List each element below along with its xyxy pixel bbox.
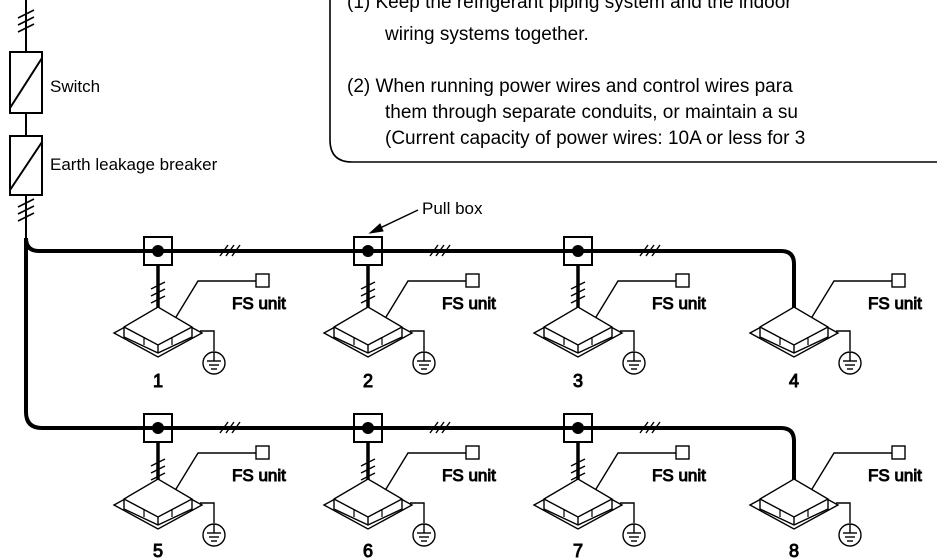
fs-unit-box	[465, 273, 480, 288]
fs-unit-box	[465, 445, 480, 460]
unit-number: 2	[363, 371, 373, 391]
junction-dot	[362, 245, 374, 257]
indoor-units: FS unit 1 FS unit 2 FS unit 3 FS unit 4 FS unit 5…	[112, 236, 923, 560]
indoor-unit-2: FS unit 2	[322, 236, 497, 392]
unit-body	[543, 478, 613, 526]
indoor-unit-8: FS unit 8	[748, 445, 923, 560]
switch-symbol	[9, 51, 43, 114]
fs-unit-label: FS unit	[232, 294, 286, 313]
unit-body	[543, 306, 613, 354]
indoor-unit-4: FS unit 4	[748, 273, 923, 392]
pull-box-callout	[368, 209, 419, 234]
note-line-1: (1) Keep the refrigerant piping system a…	[347, 0, 792, 13]
notes-box: (1) Keep the refrigerant piping system a…	[329, 0, 937, 163]
junction-dot	[152, 422, 164, 434]
note-line-5: (Current capacity of power wires: 10A or…	[385, 128, 805, 149]
junction-dot	[362, 422, 374, 434]
junction-dot	[572, 245, 584, 257]
fs-unit-label: FS unit	[868, 294, 922, 313]
fs-unit-box	[675, 273, 690, 288]
note-line-3: (2) When running power wires and control…	[347, 76, 793, 97]
unit-body	[123, 478, 193, 526]
unit-body	[333, 478, 403, 526]
fs-unit-box	[891, 273, 906, 288]
fs-unit-label: FS unit	[442, 466, 496, 485]
fs-unit-box	[255, 273, 270, 288]
fs-unit-label: FS unit	[868, 466, 922, 485]
unit-number: 4	[789, 371, 799, 391]
breaker-symbol	[9, 135, 43, 196]
unit-number: 5	[153, 541, 163, 560]
main-feeder	[17, 0, 796, 480]
note-line-4: them through separate conduits, or maint…	[385, 102, 798, 123]
junction-dot	[572, 422, 584, 434]
indoor-unit-7: FS unit 7	[532, 413, 707, 560]
fs-unit-box	[255, 445, 270, 460]
switch-label: Switch	[50, 77, 100, 96]
fs-unit-label: FS unit	[652, 466, 706, 485]
unit-number: 6	[363, 541, 373, 560]
unit-number: 7	[573, 541, 583, 560]
fs-unit-label: FS unit	[652, 294, 706, 313]
indoor-unit-1: FS unit 1	[112, 236, 287, 392]
unit-body	[333, 306, 403, 354]
note-line-2: wiring systems together.	[384, 24, 589, 45]
fs-unit-label: FS unit	[232, 466, 286, 485]
unit-number: 8	[789, 541, 799, 560]
unit-body	[759, 478, 829, 526]
unit-body	[123, 306, 193, 354]
unit-number: 1	[153, 371, 163, 391]
unit-body	[759, 306, 829, 354]
fs-unit-box	[675, 445, 690, 460]
indoor-unit-6: FS unit 6	[322, 413, 497, 560]
pull-box-label: Pull box	[422, 199, 483, 218]
fs-unit-box	[891, 445, 906, 460]
junction-dot	[152, 245, 164, 257]
fs-unit-label: FS unit	[442, 294, 496, 313]
indoor-unit-3: FS unit 3	[532, 236, 707, 392]
breaker-label: Earth leakage breaker	[50, 155, 218, 174]
indoor-unit-5: FS unit 5	[112, 413, 287, 560]
unit-number: 3	[573, 371, 583, 391]
